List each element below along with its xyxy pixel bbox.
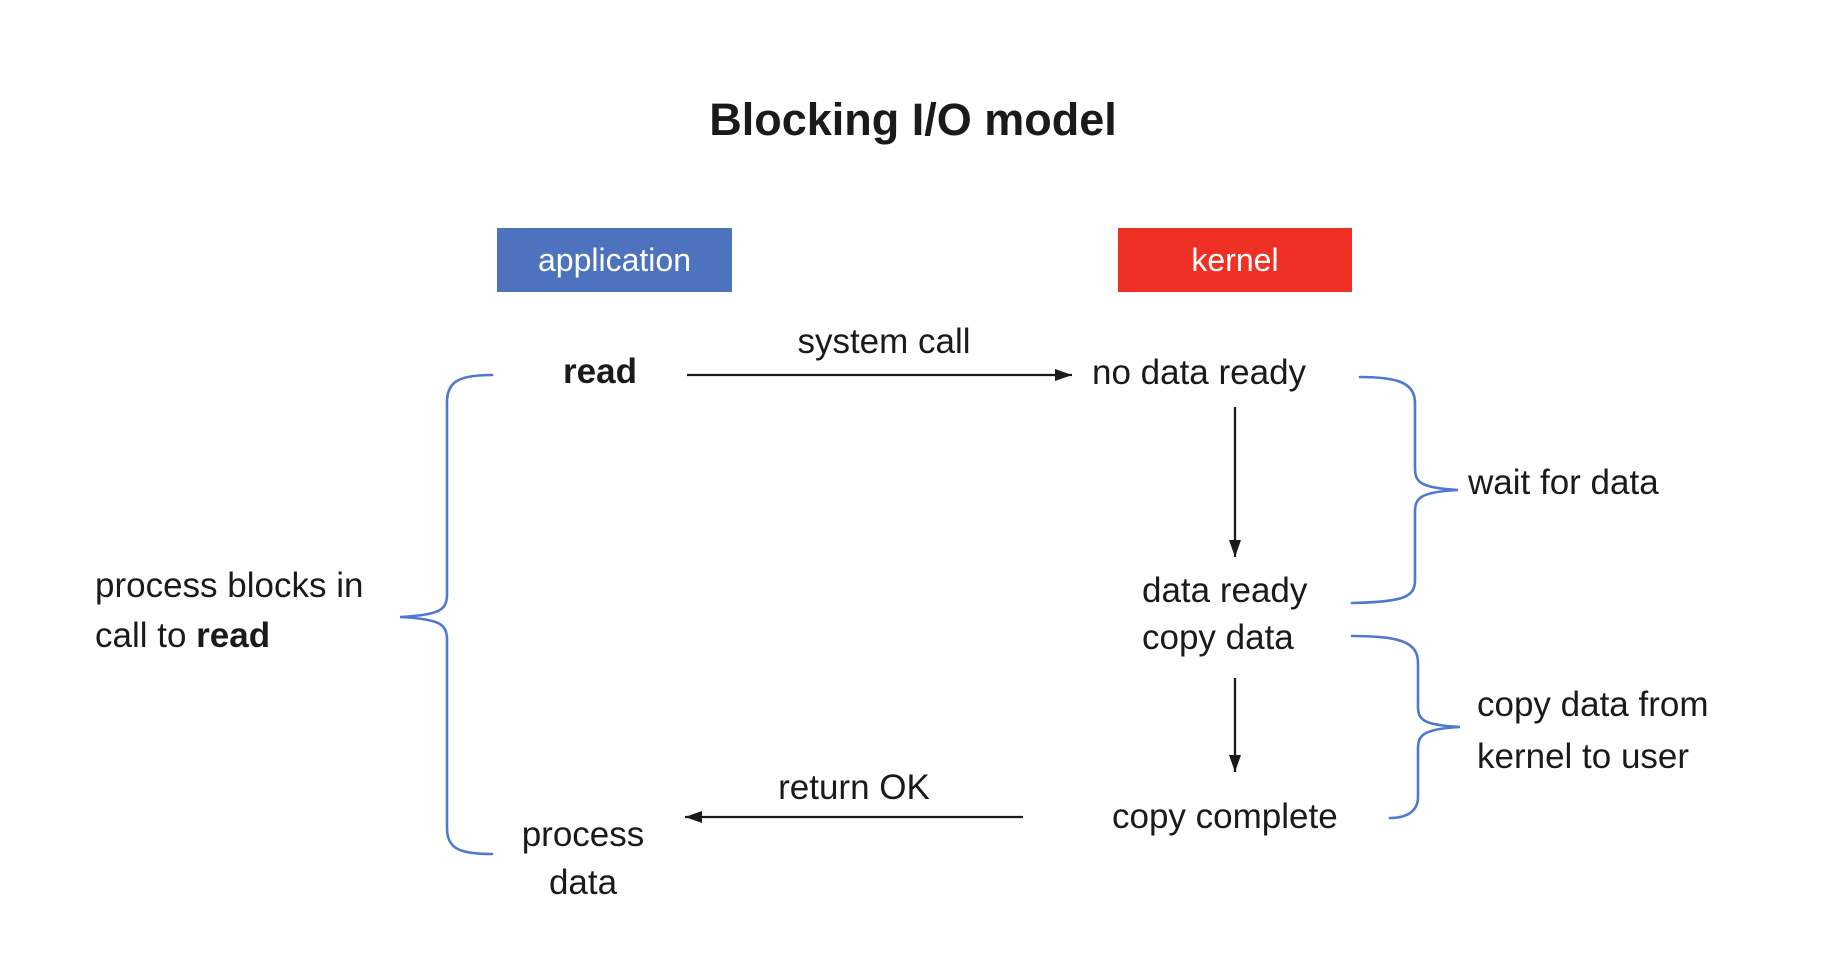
kernel-lane-box: kernel	[1118, 228, 1352, 292]
copy-kernel-brace	[1350, 634, 1461, 820]
process-blocks-annotation: process blocks in call to read	[95, 561, 363, 661]
copy-kernel-line1: copy data from	[1477, 685, 1709, 724]
node-copy-data: copy data	[1142, 618, 1294, 657]
node-copy-complete: copy complete	[1112, 797, 1338, 836]
wait-for-data-annotation: wait for data	[1468, 463, 1659, 502]
node-process-data: process data	[483, 811, 683, 907]
system-call-arrow-label: system call	[797, 322, 971, 361]
process-data-line2: data	[548, 863, 618, 902]
node-read: read	[563, 352, 637, 391]
process-blocks-line2-read: read	[196, 616, 271, 655]
left-brace	[399, 373, 494, 856]
copy-kernel-line2: kernel to user	[1477, 737, 1690, 776]
process-blocks-line2-prefix: call to	[95, 616, 197, 655]
return-ok-arrow-label: return OK	[778, 768, 930, 807]
diagram-title: Blocking I/O model	[709, 94, 1117, 145]
application-lane-box: application	[497, 228, 732, 292]
process-data-line1: process	[521, 815, 645, 854]
wait-for-data-brace	[1350, 375, 1459, 605]
process-blocks-line2: call to read	[95, 611, 363, 661]
process-blocks-line1: process blocks in	[95, 566, 364, 605]
copy-kernel-annotation: copy data from kernel to user	[1477, 679, 1709, 783]
node-data-ready: data ready	[1142, 571, 1308, 610]
node-no-data-ready: no data ready	[1092, 353, 1307, 392]
application-lane-label: application	[538, 242, 691, 278]
kernel-lane-label: kernel	[1191, 242, 1279, 278]
